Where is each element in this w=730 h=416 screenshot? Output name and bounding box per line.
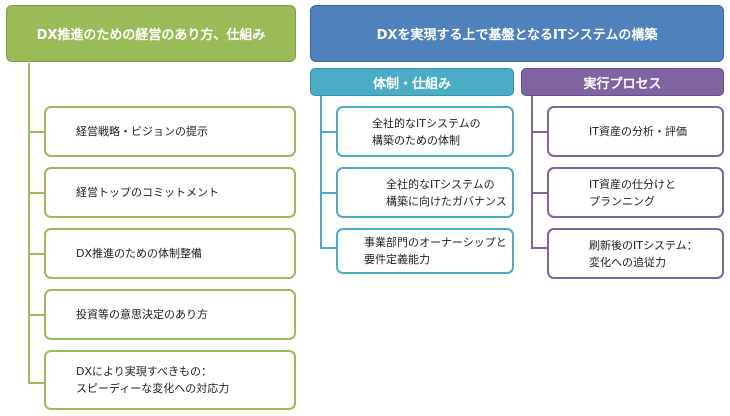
left-item-commitment: 経営トップのコミットメント [44, 167, 296, 218]
process-item-label: 刷新後のITシステム： 変化への追従力 [589, 238, 698, 269]
taisei-item-label: 事業部門のオーナーシップと 要件定義能力 [364, 236, 507, 266]
process-tree-branch [531, 247, 547, 249]
taisei-tree-trunk [320, 96, 322, 248]
process-item-adaptability: 刷新後のITシステム： 変化への追従力 [547, 228, 724, 279]
process-header: 実行プロセス [521, 68, 724, 96]
left-header-label: DX推進のための経営のあり方、仕組み [36, 28, 266, 43]
process-tree-branch [531, 131, 547, 133]
taisei-item-label: 全社的なITシステムの 構築のための体制 [372, 116, 481, 147]
left-item-label: DX推進のための体制整備 [76, 247, 203, 260]
left-item-label: 経営トップのコミットメント [76, 186, 219, 199]
taisei-tree-branch [320, 131, 336, 133]
process-item-analysis: IT資産の分析・評価 [547, 106, 724, 157]
left-item-investment: 投資等の意思決定のあり方 [44, 289, 296, 340]
right-header-label: DXを実現する上で基盤となるITシステムの構築 [376, 28, 658, 43]
taisei-tree-branch [320, 247, 336, 249]
left-header: DX推進のための経営のあり方、仕組み [6, 5, 296, 62]
left-tree-branch [28, 314, 44, 316]
left-tree-branch [28, 382, 44, 384]
process-tree-trunk [531, 96, 533, 248]
taisei-item-label: 全社的なITシステムの 構築に向けたガバナンス [386, 177, 507, 208]
taisei-tree-branch [320, 192, 336, 194]
left-item-label: DXにより実現すべきもの： スピーディーな変化への対応力 [76, 365, 230, 395]
process-item-label: IT資産の分析・評価 [589, 125, 687, 138]
taisei-item-governance: 全社的なITシステムの 構築に向けたガバナンス [336, 167, 514, 218]
process-item-planning: IT資産の仕分けと プランニング [547, 167, 724, 218]
process-header-label: 実行プロセス [583, 76, 662, 92]
process-item-label: IT資産の仕分けと プランニング [589, 177, 676, 208]
taisei-header: 体制・仕組み [310, 68, 514, 96]
process-tree-branch [531, 192, 547, 194]
left-tree-trunk [28, 63, 30, 383]
taisei-header-label: 体制・仕組み [372, 76, 451, 92]
left-item-structure: DX推進のための体制整備 [44, 228, 296, 279]
taisei-item-ownership: 事業部門のオーナーシップと 要件定義能力 [336, 228, 514, 274]
left-tree-branch [28, 253, 44, 255]
left-item-realization: DXにより実現すべきもの： スピーディーな変化への対応力 [44, 350, 296, 410]
right-header: DXを実現する上で基盤となるITシステムの構築 [310, 5, 724, 62]
left-tree-branch [28, 192, 44, 194]
taisei-item-structure: 全社的なITシステムの 構築のための体制 [336, 106, 514, 157]
left-item-strategy: 経営戦略・ビジョンの提示 [44, 106, 296, 157]
left-item-label: 投資等の意思決定のあり方 [76, 308, 208, 321]
left-item-label: 経営戦略・ビジョンの提示 [76, 125, 208, 138]
left-tree-branch [28, 131, 44, 133]
